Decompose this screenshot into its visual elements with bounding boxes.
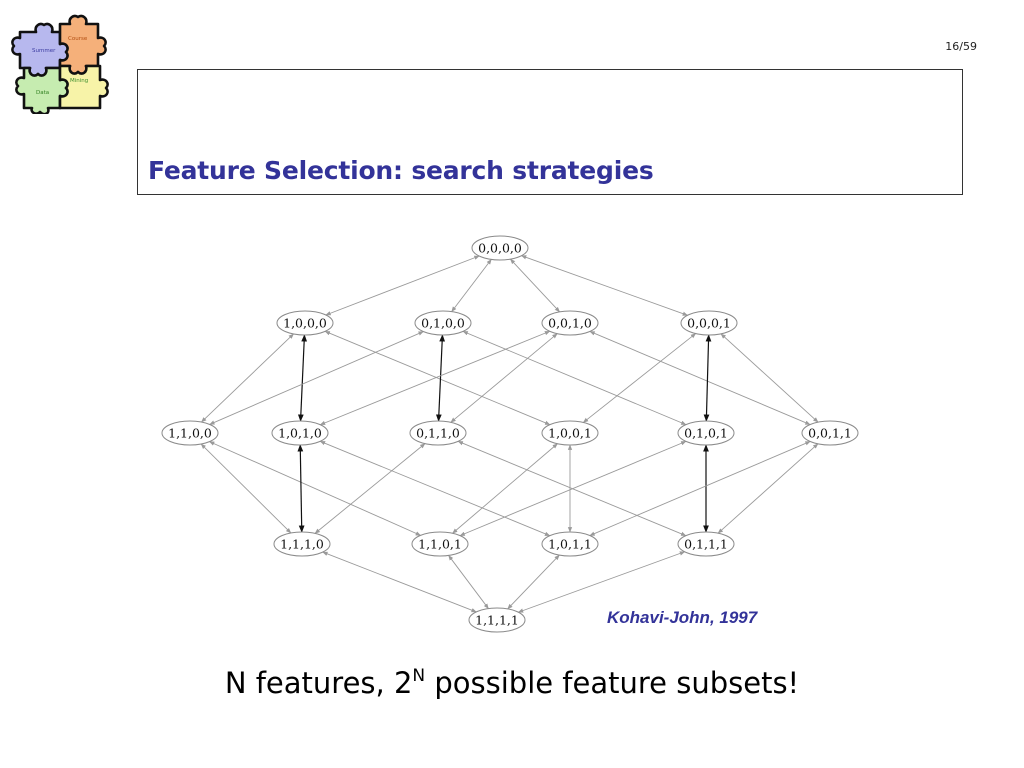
logo-label-summer: Summer <box>32 48 56 54</box>
lattice-edge-1011-1111 <box>507 554 560 610</box>
lattice-edge-0000-0001 <box>520 255 689 316</box>
lattice-edge-0011-1011 <box>589 441 811 536</box>
lattice-node-label: 1,1,0,1 <box>418 537 462 552</box>
lattice-edge-0110-1110 <box>314 443 426 534</box>
lattice-edge-0011-0111 <box>717 443 819 534</box>
puzzle-logo: Summer Course Data Mining <box>11 14 109 114</box>
lattice-edge-1010-1011 <box>319 440 551 537</box>
lattice-edge-1000-1100 <box>201 333 294 423</box>
lattice-node-label: 1,0,0,1 <box>548 426 592 441</box>
caption: N features, 2N possible feature subsets! <box>0 666 1024 700</box>
lattice-node-shape <box>471 235 529 261</box>
lattice-node-1111: 1,1,1,1 <box>468 607 526 633</box>
lattice-node-shape <box>414 310 472 336</box>
lattice-node-label: 0,1,1,1 <box>684 537 728 552</box>
caption-superscript: N <box>412 666 426 686</box>
lattice-node-shape <box>409 420 467 446</box>
lattice-node-label: 1,1,1,0 <box>280 537 324 552</box>
lattice-edge-0111-1111 <box>517 551 686 613</box>
lattice-edge-0100-0110 <box>435 334 446 422</box>
page-number: 16/59 <box>945 40 977 53</box>
lattice-node-shape <box>680 310 738 336</box>
lattice-edge-1100-1101 <box>208 441 422 536</box>
lattice-node-1000: 1,0,0,0 <box>276 310 334 336</box>
lattice-node-shape <box>271 420 329 446</box>
lattice-node-shape <box>411 531 469 557</box>
lattice-node-label: 0,0,1,0 <box>548 316 592 331</box>
lattice-node-label: 1,0,1,1 <box>548 537 592 552</box>
lattice-node-label: 1,1,1,1 <box>475 613 519 628</box>
logo-label-course: Course <box>68 36 88 42</box>
lattice-nodes: 0,0,0,0 1,0,0,0 0,1,0,0 0,0,1,0 0,0,0,1 1,1,0… <box>161 235 859 633</box>
lattice-edge-0010-0110 <box>450 333 558 423</box>
lattice-node-label: 0,1,1,0 <box>416 426 460 441</box>
lattice-edge-0001-1001 <box>582 333 697 423</box>
lattice-node-label: 1,0,1,0 <box>278 426 322 441</box>
title-box: Feature Selection: search strategies <box>137 69 963 195</box>
lattice-edge-1100-1110 <box>200 443 292 534</box>
lattice-node-shape <box>541 420 599 446</box>
lattice-node-0000: 0,0,0,0 <box>471 235 529 261</box>
citation: Kohavi-John, 1997 <box>607 608 758 627</box>
lattice-node-shape <box>273 531 331 557</box>
lattice-node-label: 0,0,0,1 <box>687 316 731 331</box>
lattice-edge-0010-0011 <box>589 331 811 425</box>
logo-label-data: Data <box>36 90 49 96</box>
lattice-node-0110: 0,1,1,0 <box>409 420 467 446</box>
lattice-node-1010: 1,0,1,0 <box>271 420 329 446</box>
caption-text-end: possible feature subsets! <box>425 666 800 700</box>
lattice-node-0001: 0,0,0,1 <box>680 310 738 336</box>
lattice-node-label: 0,0,0,0 <box>478 241 522 256</box>
slide-title: Feature Selection: search strategies <box>148 156 654 185</box>
lattice-edge-1101-1111 <box>448 554 489 610</box>
lattice-edge-0001-0101 <box>703 334 712 422</box>
lattice-edge-0001-0011 <box>720 333 819 423</box>
lattice-node-0011: 0,0,1,1 <box>801 420 859 446</box>
lattice-edge-0100-1100 <box>209 331 424 425</box>
lattice-edge-1000-1010 <box>297 334 308 422</box>
lattice-node-1110: 1,1,1,0 <box>273 531 331 557</box>
lattice-node-1011: 1,0,1,1 <box>541 531 599 557</box>
lattice-node-1001: 1,0,0,1 <box>541 420 599 446</box>
lattice-node-0100: 0,1,0,0 <box>414 310 472 336</box>
logo-label-mining: Mining <box>70 78 88 84</box>
lattice-edge-1001-1101 <box>452 443 558 534</box>
lattice-node-label: 0,1,0,1 <box>684 426 728 441</box>
lattice-node-shape <box>276 310 334 336</box>
lattice-node-shape <box>677 531 735 557</box>
lattice-node-shape <box>468 607 526 633</box>
lattice-edges <box>200 255 819 613</box>
lattice-node-1101: 1,1,0,1 <box>411 531 469 557</box>
lattice-edge-0000-0100 <box>451 258 492 313</box>
puzzle-piece-mining <box>58 64 109 110</box>
lattice-node-0111: 0,1,1,1 <box>677 531 735 557</box>
lattice-node-label: 1,1,0,0 <box>168 426 212 441</box>
lattice-edge-0100-0101 <box>462 330 687 426</box>
lattice-node-label: 0,1,0,0 <box>421 316 465 331</box>
lattice-node-label: 0,0,1,1 <box>808 426 852 441</box>
lattice-node-0101: 0,1,0,1 <box>677 420 735 446</box>
lattice-node-shape <box>161 420 219 446</box>
lattice-node-0010: 0,0,1,0 <box>541 310 599 336</box>
lattice-node-shape <box>541 310 599 336</box>
lattice-node-1100: 1,1,0,0 <box>161 420 219 446</box>
caption-text-start: N features, 2 <box>224 666 413 700</box>
lattice-node-shape <box>541 531 599 557</box>
lattice-node-shape <box>801 420 859 446</box>
lattice-node-label: 1,0,0,0 <box>283 316 327 331</box>
lattice-node-shape <box>677 420 735 446</box>
lattice-edge-1010-1110 <box>297 444 305 533</box>
